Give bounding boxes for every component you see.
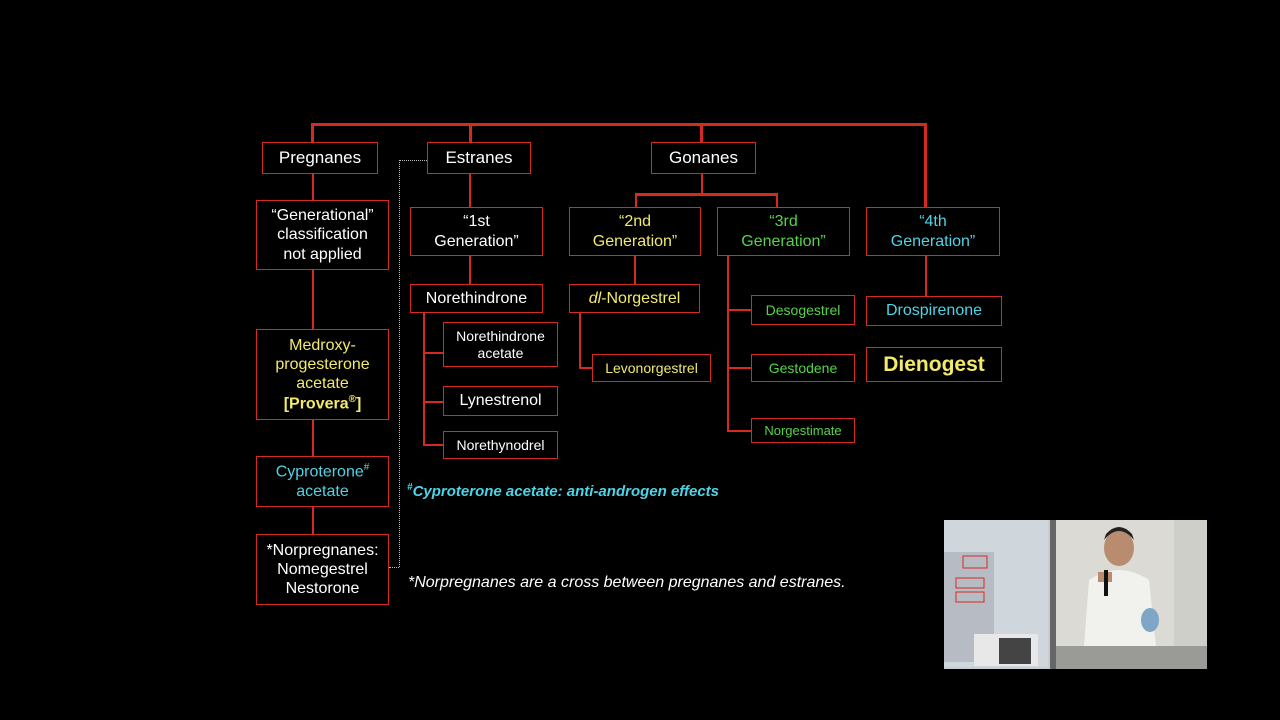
pregnanes-label: Pregnanes: [278, 147, 362, 167]
fourth-gen-line-2: Generation”: [890, 232, 976, 250]
second-gen-line-1: “2nd: [618, 213, 652, 231]
medroxyprogesterone-box: Medroxy- progesterone acetate [Provera®]: [256, 329, 389, 420]
drospirenone-label: Drospirenone: [885, 302, 983, 320]
estranes-box: Estranes: [427, 142, 531, 174]
gestodene-label: Gestodene: [768, 359, 838, 376]
second-generation-box: “2nd Generation”: [569, 207, 701, 256]
third-generation-box: “3rd Generation”: [717, 207, 850, 256]
cyproterone-line-1: Cyproterone#: [275, 462, 370, 481]
norpregnanes-line-2: Nomegestrel: [277, 560, 368, 578]
medroxy-line-2: progesterone: [275, 356, 370, 374]
levonorgestrel-label: Levonorgestrel: [605, 359, 698, 376]
dienogest-label: Dienogest: [883, 352, 985, 376]
dl-norgestrel-label: dl-Norgestrel: [588, 289, 681, 307]
dl-norgestrel-box: dl-Norgestrel: [569, 284, 700, 313]
generational-line-2: classification: [277, 226, 368, 244]
norpregnanes-footnote: *Norpregnanes are a cross between pregna…: [408, 574, 846, 591]
norpregnanes-line-3: Nestorone: [285, 580, 360, 598]
first-generation-box: “1st Generation”: [410, 207, 543, 256]
lynestrenol-box: Lynestrenol: [443, 386, 558, 416]
third-gen-line-1: “3rd: [769, 213, 798, 231]
desogestrel-box: Desogestrel: [751, 295, 855, 325]
norethindrone-acetate-box: Norethindrone acetate: [443, 322, 558, 367]
norgestimate-label: Norgestimate: [764, 422, 842, 438]
fourth-gen-line-1: “4th: [919, 213, 947, 231]
desogestrel-label: Desogestrel: [765, 301, 841, 318]
speaker-video-image: [944, 520, 1207, 669]
cyproterone-footnote: #Cyproterone acetate: anti-androgen effe…: [407, 482, 720, 500]
medroxy-line-3: acetate: [296, 375, 349, 393]
provera-brand: [Provera®]: [283, 393, 362, 412]
generational-line-1: “Generational”: [271, 207, 374, 225]
estranes-label: Estranes: [445, 147, 513, 167]
lynestrenol-label: Lynestrenol: [459, 392, 542, 410]
first-gen-line-2: Generation”: [434, 232, 519, 250]
gonanes-label: Gonanes: [669, 147, 738, 167]
first-gen-line-1: “1st: [463, 213, 490, 231]
pregnanes-box: Pregnanes: [262, 142, 378, 174]
gonanes-box: Gonanes: [651, 142, 756, 174]
norpregnanes-box: *Norpregnanes: Nomegestrel Nestorone: [256, 534, 389, 605]
norethindrone-acetate-line-1: Norethindrone: [456, 327, 545, 344]
norethynodrel-box: Norethynodrel: [443, 431, 558, 459]
norethindrone-acetate-line-2: acetate: [477, 344, 524, 361]
cyproterone-box: Cyproterone# acetate: [256, 456, 389, 507]
second-gen-line-2: Generation”: [592, 232, 678, 250]
norgestimate-box: Norgestimate: [751, 418, 855, 443]
norethindrone-label: Norethindrone: [425, 289, 528, 307]
fourth-generation-box: “4th Generation”: [866, 207, 1000, 256]
speaker-video-inset: [944, 520, 1207, 669]
gestodene-box: Gestodene: [751, 354, 855, 382]
cyproterone-line-2: acetate: [296, 482, 349, 500]
medroxy-line-1: Medroxy-: [289, 336, 356, 354]
levonorgestrel-box: Levonorgestrel: [592, 354, 711, 382]
norpregnanes-line-1: *Norpregnanes:: [266, 541, 379, 559]
dienogest-box: Dienogest: [866, 347, 1002, 382]
norethindrone-box: Norethindrone: [410, 284, 543, 313]
norethynodrel-label: Norethynodrel: [456, 436, 545, 453]
drospirenone-box: Drospirenone: [866, 296, 1002, 326]
third-gen-line-2: Generation”: [741, 232, 826, 250]
generational-line-3: not applied: [283, 245, 362, 263]
generational-not-applied-box: “Generational” classification not applie…: [256, 200, 389, 270]
